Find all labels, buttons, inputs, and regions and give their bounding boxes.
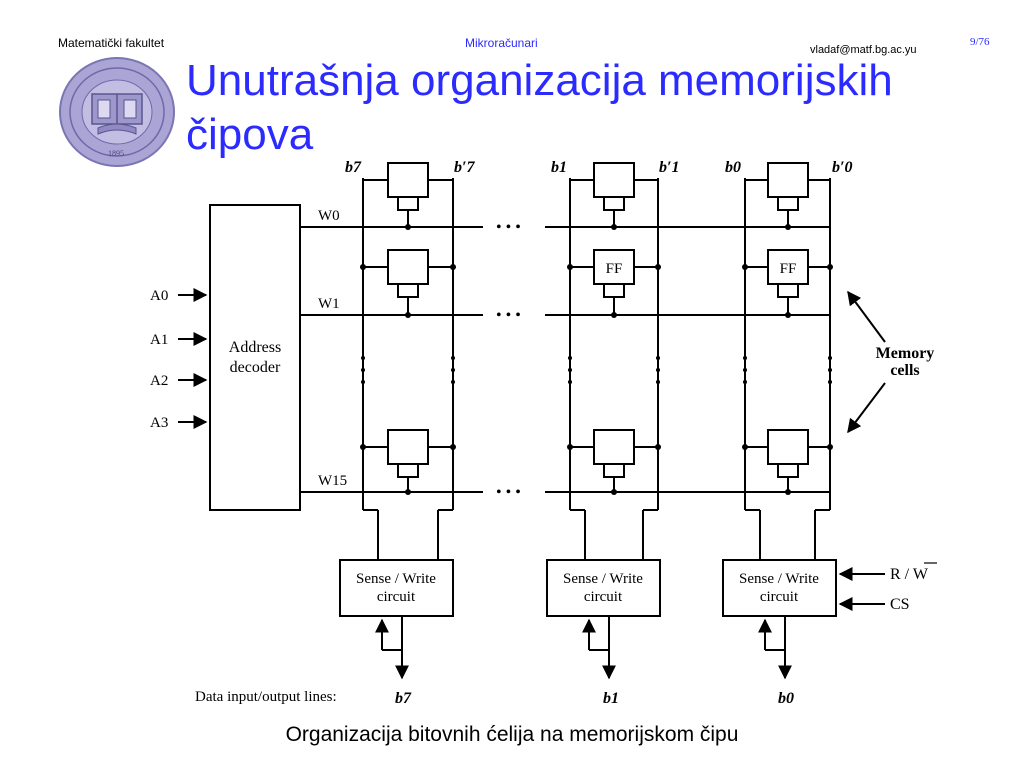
ff-label-b0: FF [780,261,797,277]
sense-write-b7-line1: Sense / Write [356,571,436,587]
label-w0: W0 [318,208,340,224]
decoder-label-line1: Address [229,339,281,356]
decoder-label-line2: decoder [230,359,281,376]
course-name: Mikroračunari [465,36,538,50]
faculty-seal-logo: 1895 [59,57,175,167]
output-b7: b7 [395,690,412,707]
output-b0: b0 [778,690,794,707]
page-number: 9/76 [970,36,990,48]
sense-write-b7-line2: circuit [377,589,416,605]
label-a0: A0 [150,288,168,304]
title-line-2: čipova [186,110,314,159]
label-chip-select: CS [890,596,910,613]
label-w15: W15 [318,473,347,489]
sense-write-b1-line1: Sense / Write [563,571,643,587]
memory-organization-diagram: • • • • • • • • • b7 b′7 b1 b′1 b0 b′0 W… [150,159,937,707]
author-email: vladaf@matf.bg.ac.yu [810,44,917,56]
sense-write-b0-line1: Sense / Write [739,571,819,587]
label-b0: b0 [725,159,741,176]
memory-cells-line2: cells [890,362,919,379]
label-a3: A3 [150,415,168,431]
ellipsis-row-15: • • • [496,484,521,501]
label-b1: b1 [551,159,567,176]
label-b7-prime: b′7 [454,159,476,176]
ellipsis-row-1: • • • [496,307,521,324]
sense-write-b0-line2: circuit [760,589,799,605]
sense-write-box-b0 [722,559,837,617]
slide-title: Unutrašnja organizacija memorijskih čipo… [186,54,893,162]
address-decoder-box [209,204,301,511]
sense-write-b1-line2: circuit [584,589,623,605]
label-b1-prime: b′1 [659,159,680,176]
title-line-1: Unutrašnja organizacija memorijskih [186,56,893,105]
output-b1: b1 [603,690,619,707]
memory-cells-line1: Memory [876,345,935,362]
label-b7: b7 [345,159,362,176]
seal-year: 1895 [108,149,124,158]
label-a1: A1 [150,332,168,348]
sense-write-box-b1 [546,559,661,617]
label-read-write: R / W [890,566,929,583]
label-a2: A2 [150,373,168,389]
sense-write-box-b7 [339,559,454,617]
data-lines-label: Data input/output lines: [195,689,337,705]
ellipsis-row-0: • • • [496,219,521,236]
label-w1: W1 [318,296,340,312]
figure-caption: Organizacija bitovnih ćelija na memorijs… [285,723,739,746]
faculty-name: Matematički fakultet [58,36,165,50]
ff-label-b1: FF [606,261,623,277]
label-b0-prime: b′0 [832,159,853,176]
